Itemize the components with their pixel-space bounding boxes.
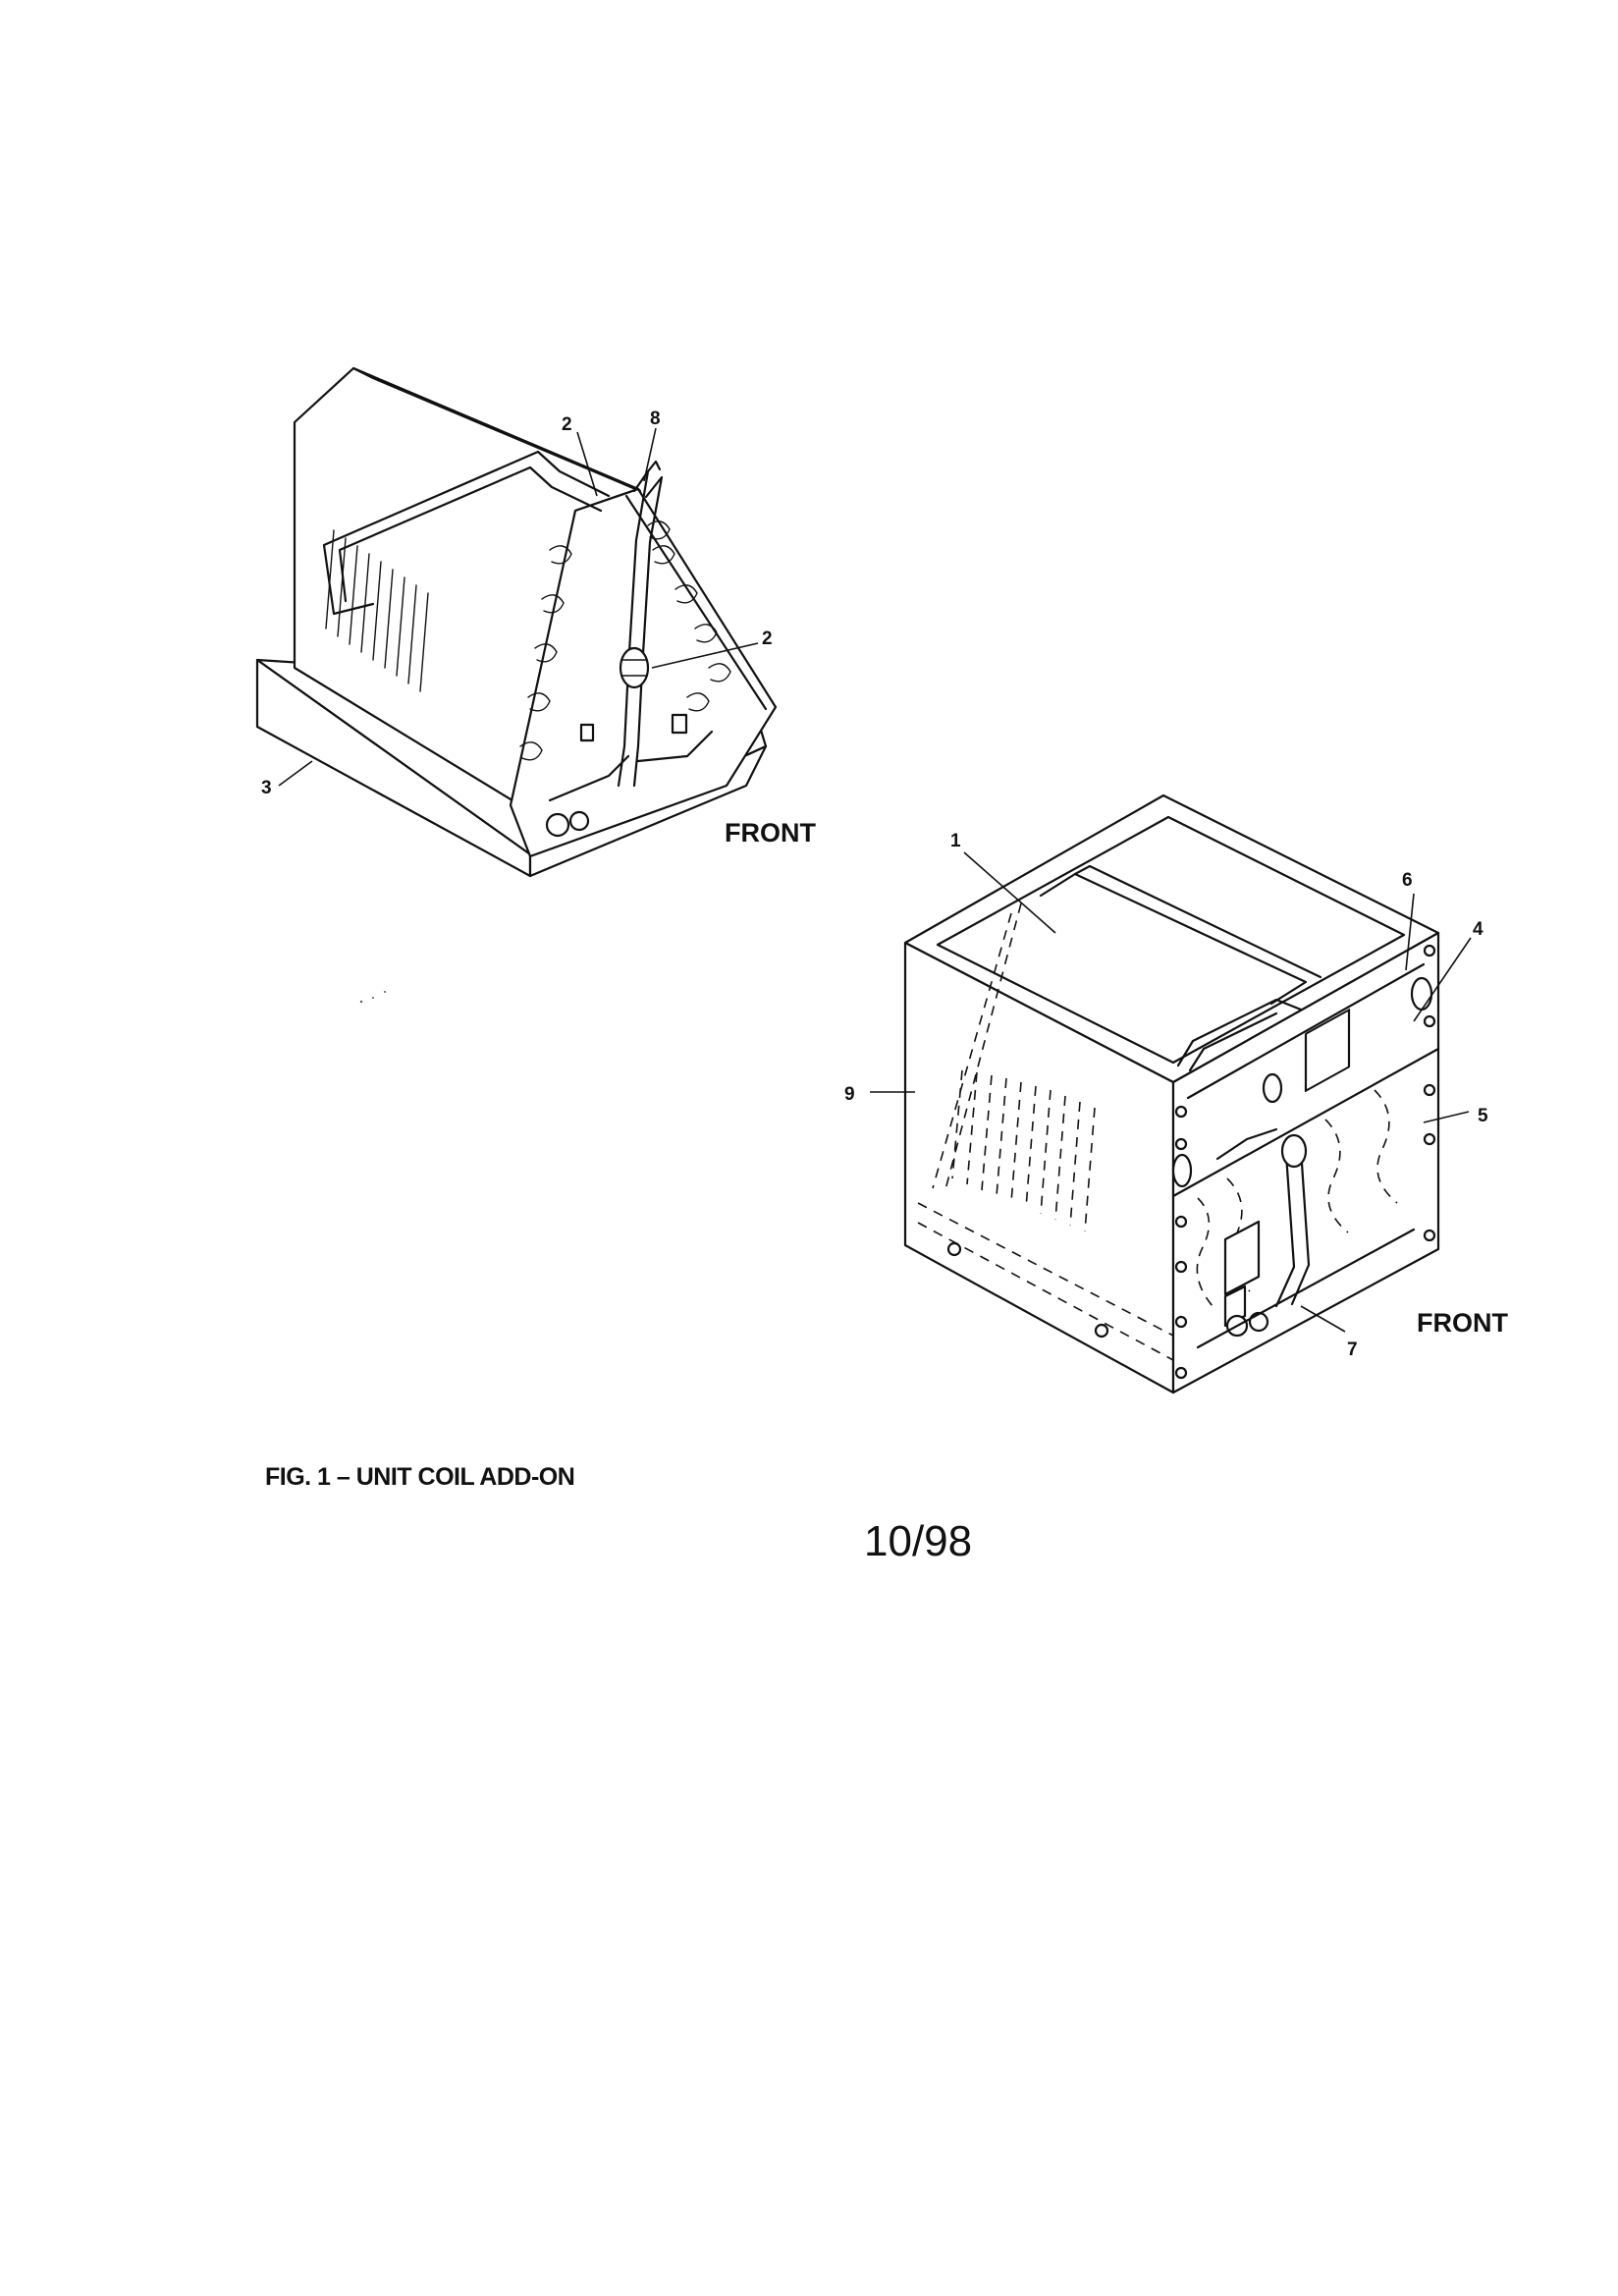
front-label-left: FRONT bbox=[725, 818, 816, 847]
coil-apex bbox=[1039, 872, 1308, 1006]
front-upper-edge bbox=[1186, 962, 1426, 1100]
callout-2b: 2 bbox=[762, 629, 773, 649]
fitting-suction bbox=[545, 812, 570, 838]
callout-3: 3 bbox=[261, 778, 272, 798]
return-bends bbox=[519, 520, 731, 761]
coil-apex-edge bbox=[1073, 864, 1322, 979]
leader-8 bbox=[643, 427, 657, 482]
callout-2a: 2 bbox=[562, 414, 572, 435]
upper-fitting bbox=[1262, 1072, 1283, 1104]
drain-fitting-2 bbox=[1248, 1311, 1269, 1333]
leader-2b bbox=[651, 642, 759, 669]
front-knockout-left bbox=[1171, 1153, 1193, 1188]
figure-caption: FIG. 1 – UNIT COIL ADD-ON bbox=[265, 1463, 575, 1491]
leader-3 bbox=[278, 760, 313, 787]
screw-side-2 bbox=[1094, 1323, 1109, 1339]
end-plate-slot bbox=[579, 723, 595, 742]
leader-1 bbox=[963, 851, 1056, 934]
leader-7 bbox=[1300, 1305, 1346, 1333]
end-plate-tab bbox=[671, 713, 688, 735]
callout-4: 4 bbox=[1473, 919, 1483, 940]
fitting-liquid bbox=[568, 810, 590, 832]
callout-8: 8 bbox=[650, 409, 661, 429]
callout-7: 7 bbox=[1347, 1339, 1358, 1360]
coil-end-plate-edge bbox=[624, 494, 768, 711]
screw-side-1 bbox=[946, 1241, 962, 1257]
front-label-right: FRONT bbox=[1417, 1308, 1508, 1338]
lower-label-plate bbox=[1223, 1220, 1261, 1296]
callout-5: 5 bbox=[1478, 1106, 1488, 1126]
upper-label-plate bbox=[1304, 1009, 1351, 1093]
leader-2a bbox=[576, 431, 598, 497]
a-coil-assembly: 2 8 2 3 FRONT bbox=[255, 366, 816, 878]
upper-knockout bbox=[1410, 976, 1433, 1011]
front-distributor bbox=[1280, 1133, 1308, 1169]
callout-6: 6 bbox=[1402, 870, 1413, 891]
scan-specks bbox=[359, 991, 386, 1004]
front-tubing-lower bbox=[1274, 1152, 1296, 1308]
date-stamp: 10/98 bbox=[864, 1517, 973, 1565]
callout-1: 1 bbox=[950, 831, 961, 851]
coil-fins bbox=[325, 529, 429, 692]
leader-4 bbox=[1413, 937, 1472, 1022]
leader-5 bbox=[1423, 1111, 1470, 1123]
leader-6 bbox=[1405, 893, 1415, 971]
front-panel-split bbox=[1171, 1047, 1440, 1198]
hidden-coil-edge bbox=[944, 902, 1022, 1194]
drain-pan-line bbox=[1196, 1228, 1416, 1349]
lower-front-hidden bbox=[1196, 1089, 1398, 1307]
hidden-fins bbox=[951, 1069, 1096, 1232]
front-screws bbox=[1174, 944, 1436, 1380]
callout-9: 9 bbox=[844, 1084, 855, 1105]
cabinet-top-rim bbox=[936, 815, 1406, 1065]
distributor bbox=[619, 646, 650, 689]
cased-coil-unit: 1 6 4 9 5 7 FRONT bbox=[844, 793, 1508, 1394]
